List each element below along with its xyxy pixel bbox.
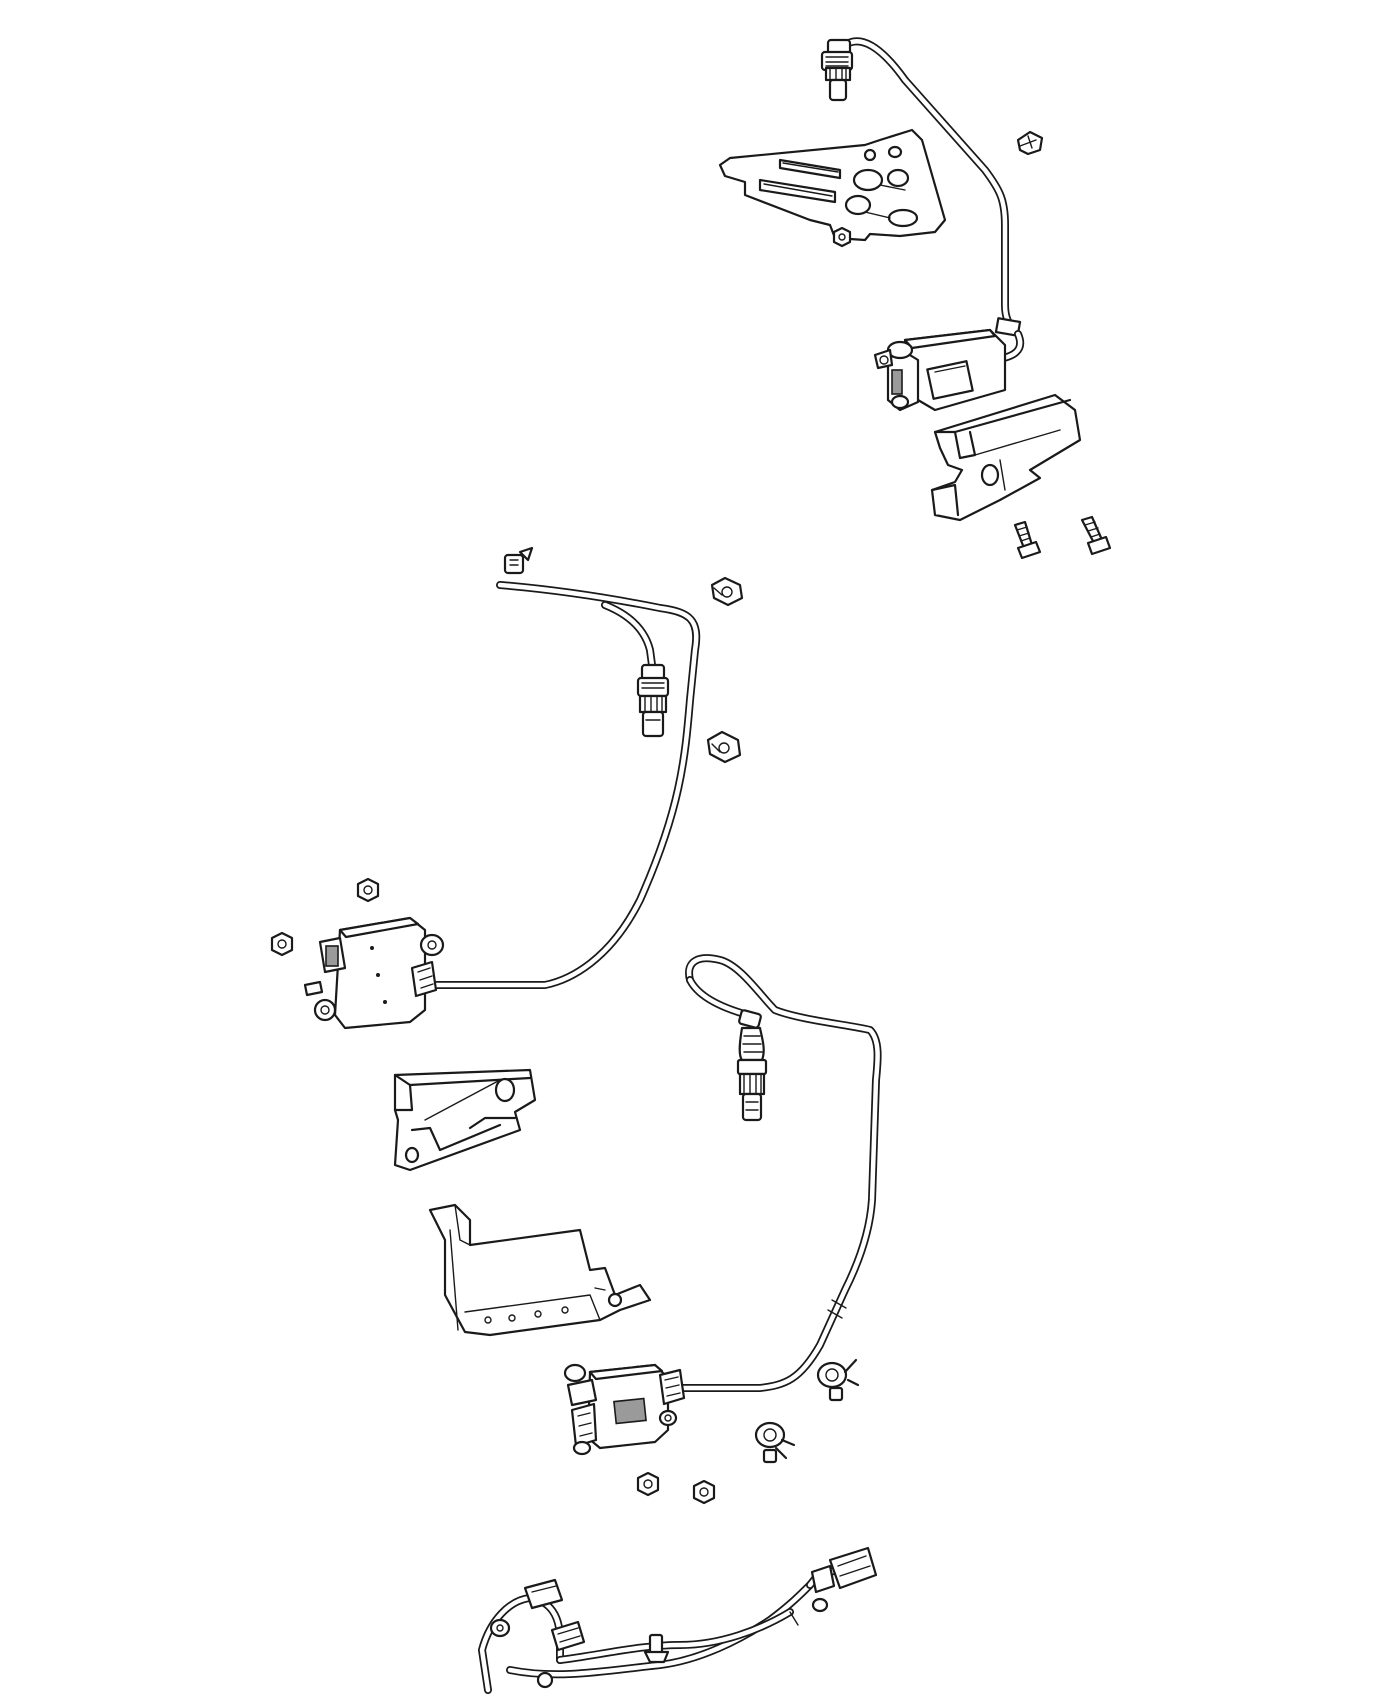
upper-mounting-bracket — [718, 128, 947, 242]
middle-top-clip — [503, 546, 534, 575]
middle-retainer-clip-lower — [706, 730, 742, 764]
middle-retainer-clip-upper — [710, 576, 744, 607]
assembly-lower-sensor — [563, 954, 882, 1505]
upper-wire-clip — [1016, 130, 1044, 156]
lower-retainer-clip-right — [816, 1358, 860, 1402]
lower-sensor-wire — [661, 954, 882, 1392]
lower-nut-left — [636, 1471, 660, 1497]
upper-bolt-right — [1080, 515, 1112, 556]
middle-nut-top — [356, 877, 380, 903]
upper-bolt-left — [1013, 520, 1042, 560]
middle-nut-left — [270, 931, 294, 957]
middle-oxygen-sensor — [636, 663, 670, 738]
upper-module-bracket — [930, 393, 1082, 522]
middle-control-module — [303, 916, 445, 1030]
upper-nut — [832, 226, 852, 248]
middle-module-bracket — [393, 1068, 537, 1172]
lower-retainer-clip-left — [754, 1421, 796, 1464]
upper-sensor-wire — [841, 37, 1025, 364]
lower-nut-right — [692, 1479, 716, 1505]
upper-control-module — [873, 328, 1007, 412]
upper-oxygen-sensor — [820, 38, 854, 102]
assembly-upper-sensor — [718, 37, 1112, 560]
middle-plate-bracket — [428, 1203, 652, 1337]
lower-control-module — [563, 1363, 686, 1456]
assembly-middle-sensor — [270, 546, 744, 1337]
wiring-harness — [478, 1546, 878, 1694]
middle-sensor-wire — [431, 581, 701, 989]
lower-oxygen-sensor — [736, 1009, 768, 1122]
